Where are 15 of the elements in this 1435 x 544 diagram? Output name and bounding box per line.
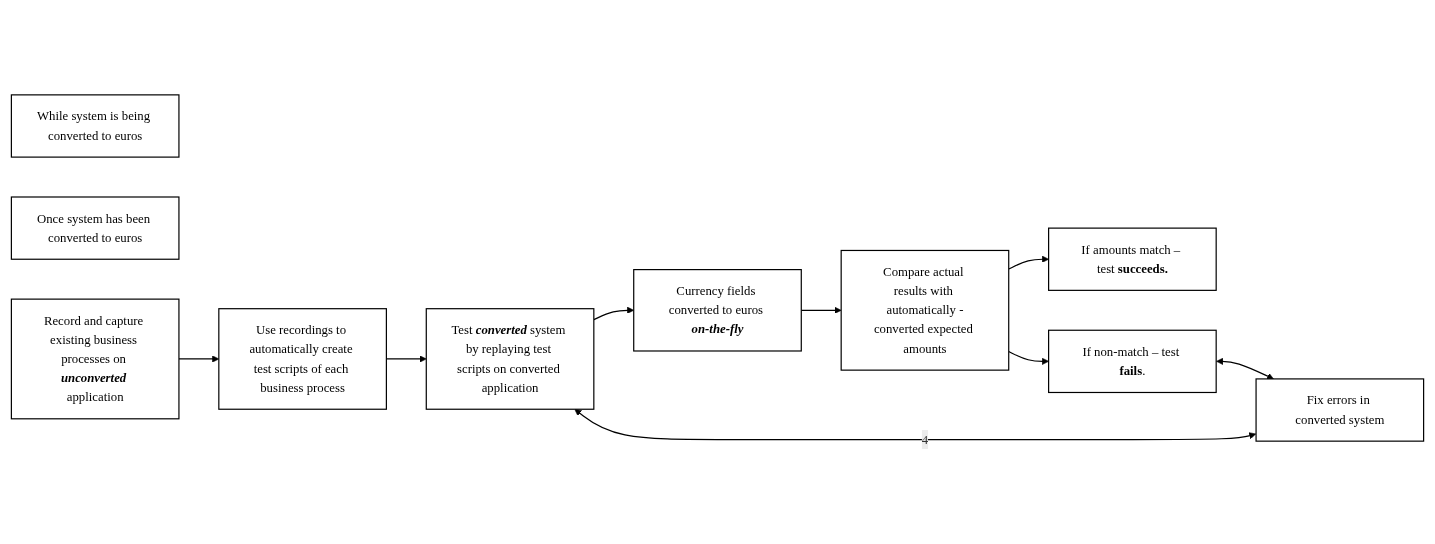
node-box: Use recordings to automatically create test scripts of each business process [218,308,387,410]
node-box: Compare actual results with automatically -converted expected amounts [840,249,1010,371]
node-box: Once system has been converted to euros [10,196,180,260]
node-box: Test converted system by replaying test scripts on converted application [425,308,595,410]
node-box: If amounts match – test succeeds. [1048,227,1217,291]
arrow [1008,350,1049,365]
edge-label: 4 [921,432,929,446]
node-box: Fix errors in converted system [1255,378,1425,442]
node-box: Record and capture existing business processes on unconverted application [10,298,180,420]
node-box: If non-match – test fails. [1048,329,1217,394]
arrow [574,408,1257,441]
arrow [1008,255,1049,270]
node-box: While system is being converted to euros [10,94,180,158]
arrow [1216,357,1274,380]
node-box: Currency fields converted to euros on-the-fly [633,269,802,352]
